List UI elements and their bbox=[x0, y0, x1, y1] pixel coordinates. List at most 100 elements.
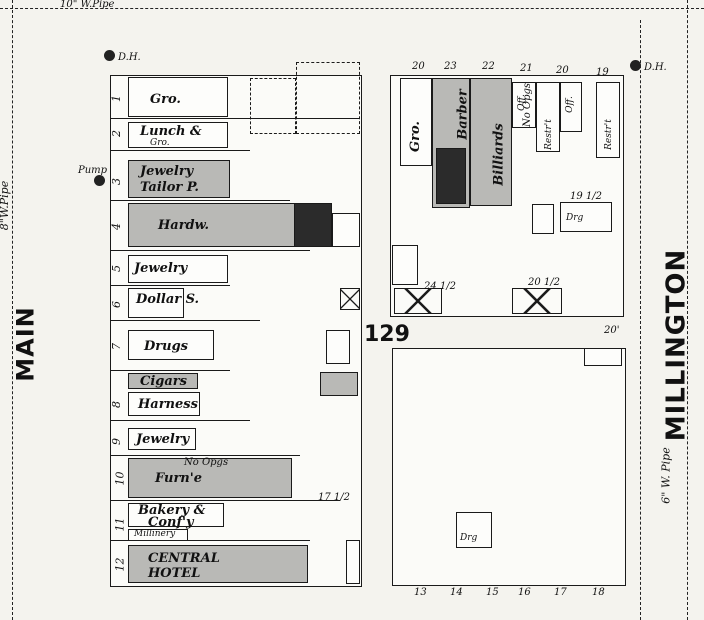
hydrant-label-left: D.H. bbox=[118, 52, 141, 63]
label-furniture: Furn'e bbox=[155, 471, 203, 486]
pump-icon bbox=[94, 175, 105, 186]
lot-number: 6 bbox=[110, 301, 123, 308]
building-barber-rear bbox=[436, 148, 466, 204]
height-label: 20' bbox=[604, 325, 620, 336]
label-grocery: Gro. bbox=[150, 92, 181, 107]
label-jewelry-2: Jewelry bbox=[134, 261, 188, 276]
building-jewelry-2 bbox=[128, 255, 228, 283]
east-top-lot: 20 bbox=[412, 61, 425, 72]
lot-number: 4 bbox=[110, 223, 123, 230]
lot-divider bbox=[110, 200, 290, 201]
lot-divider bbox=[110, 420, 250, 421]
east-top-lot: 19 bbox=[596, 67, 609, 78]
top-pipe-label: 10" W.Pipe bbox=[60, 0, 115, 10]
building-hardware-rear bbox=[294, 203, 332, 247]
label-east-south-drugs: Drg bbox=[460, 533, 478, 543]
label-jewelry-1: Jewelry bbox=[140, 164, 194, 179]
building-grocery bbox=[128, 77, 228, 117]
label-tailor: Tailor P. bbox=[140, 180, 199, 195]
main-pipe-label: 8"W.Pipe bbox=[0, 180, 12, 231]
height-label: 19 1/2 bbox=[570, 191, 602, 202]
lot-number: 5 bbox=[110, 265, 123, 272]
lot-number: 1 bbox=[110, 95, 123, 102]
east-bottom-lot: 18 bbox=[592, 587, 605, 598]
building-east-restaurant-1 bbox=[536, 82, 560, 152]
label-east-restaurant-2: Restr't bbox=[603, 119, 614, 150]
east-top-lot: 20 bbox=[556, 65, 569, 76]
hydrant-label-right: D.H. bbox=[644, 62, 667, 73]
lot-divider bbox=[110, 118, 360, 119]
rear-shed bbox=[296, 62, 360, 134]
shed-box bbox=[394, 288, 442, 314]
building-east-grocery bbox=[400, 78, 432, 166]
block-number: 129 bbox=[364, 322, 410, 347]
lot-divider bbox=[110, 150, 250, 151]
label-east-drugs: Drg bbox=[566, 213, 584, 223]
building-jewelry-3 bbox=[128, 428, 196, 450]
no-openings-label: No Opgs bbox=[184, 457, 229, 468]
rear-shed bbox=[250, 78, 296, 134]
building-east-office-1 bbox=[512, 82, 536, 128]
building-east-restaurant-2 bbox=[596, 82, 620, 158]
label-east-grocery: Gro. bbox=[407, 121, 423, 152]
building-central-hotel bbox=[128, 545, 308, 583]
east-bottom-lot: 16 bbox=[518, 587, 531, 598]
east-block-south bbox=[392, 348, 626, 586]
no-openings-label: No Opgs bbox=[522, 82, 534, 128]
building-millinery bbox=[128, 529, 188, 541]
pump-label: Pump bbox=[78, 165, 108, 176]
right-border-line bbox=[687, 0, 688, 620]
label-billiards: Billiards bbox=[491, 123, 507, 186]
shed-box bbox=[512, 288, 562, 314]
label-east-office-2: Off. bbox=[564, 96, 575, 113]
building-bakery bbox=[128, 503, 224, 527]
building-cigars bbox=[128, 373, 198, 389]
label-cigars: Cigars bbox=[140, 374, 187, 389]
lot-number: 7 bbox=[110, 343, 123, 350]
building-east-south-drugs bbox=[456, 512, 492, 548]
shed-box bbox=[392, 245, 418, 285]
building-harness bbox=[128, 392, 200, 416]
shed-box bbox=[326, 330, 350, 364]
building-lunch bbox=[128, 122, 228, 148]
building-east-drugs bbox=[560, 202, 612, 232]
shed-box bbox=[346, 540, 360, 584]
building-furniture bbox=[128, 458, 292, 498]
east-top-lot: 21 bbox=[520, 63, 533, 74]
lot-number: 9 bbox=[110, 438, 123, 445]
lot-number: 2 bbox=[110, 130, 123, 137]
building-hardware bbox=[128, 203, 298, 247]
lot-divider bbox=[110, 500, 340, 501]
label-barber: Barber bbox=[455, 89, 471, 140]
hydrant-icon bbox=[104, 50, 115, 61]
label-jewelry-3: Jewelry bbox=[136, 432, 190, 447]
building-jewelry-tailor bbox=[128, 160, 230, 198]
label-east-restaurant-1: Restr't bbox=[543, 119, 554, 150]
building-billiards bbox=[470, 78, 512, 206]
height-label: 20 1/2 bbox=[528, 277, 560, 288]
building-dollar-store bbox=[128, 288, 184, 318]
building-drugs bbox=[128, 330, 214, 360]
label-hotel: HOTEL bbox=[148, 566, 201, 581]
lot-number: 11 bbox=[113, 517, 127, 532]
label-bakery: Bakery & bbox=[138, 503, 206, 518]
east-top-lot: 22 bbox=[482, 61, 495, 72]
label-confectionery: Conf'y bbox=[148, 515, 194, 530]
height-label: 24 1/2 bbox=[424, 281, 456, 292]
lot-number: 3 bbox=[110, 178, 123, 185]
millington-pipe-label: 6" W. Pipe bbox=[659, 447, 673, 504]
label-hardware: Hardw. bbox=[158, 218, 210, 233]
lot-divider bbox=[110, 370, 230, 371]
lot-divider bbox=[110, 285, 230, 286]
label-dollar-store: Dollar S. bbox=[136, 292, 200, 307]
label-lunch: Lunch & bbox=[140, 124, 202, 139]
east-bottom-lot: 17 bbox=[554, 587, 567, 598]
top-border-line bbox=[0, 8, 704, 9]
shed-box bbox=[584, 348, 622, 366]
height-label: 17 1/2 bbox=[318, 492, 350, 503]
lot-divider bbox=[110, 455, 300, 456]
lot-divider bbox=[110, 540, 310, 541]
building-hardware-annex bbox=[332, 213, 360, 247]
street-millington: MILLINGTON bbox=[661, 248, 692, 442]
lot-number: 8 bbox=[110, 401, 123, 408]
